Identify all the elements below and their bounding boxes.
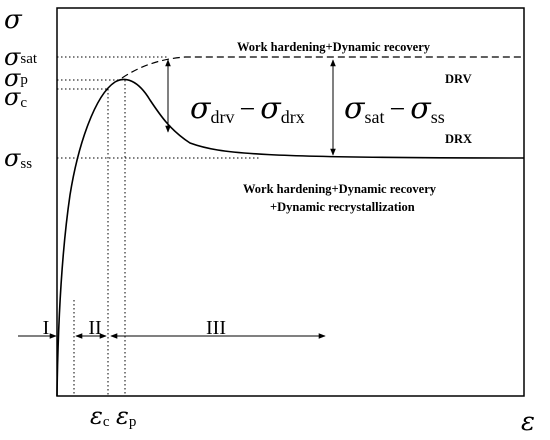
sat-minus-ss-expression: σsat−σss — [344, 91, 445, 127]
tick-epsilon-c: εc — [90, 402, 110, 430]
flow-stress-curve — [56, 78, 525, 397]
stage-I-label: I — [43, 317, 50, 339]
drv-label: DRV — [445, 72, 472, 86]
y-axis-symbol: σ — [4, 5, 23, 35]
stage-II-label: II — [88, 317, 101, 339]
bottom-label-line1: Work hardening+Dynamic recovery — [243, 182, 437, 196]
drx-label: DRX — [445, 132, 472, 146]
drv-minus-drx-expression: σdrv−σdrx — [190, 91, 305, 127]
drv-saturation-curve — [121, 56, 524, 79]
stage-III-label: III — [206, 317, 226, 339]
tick-sigma-ss: σss — [4, 144, 32, 172]
top-label: Work hardening+Dynamic recovery — [237, 40, 431, 54]
tick-sigma-sat: σsat — [4, 43, 38, 71]
tick-sigma-p: σp — [4, 64, 28, 92]
bottom-label-line2: +Dynamic recrystallization — [270, 200, 415, 214]
reference-lines — [57, 56, 260, 396]
x-axis-symbol: ε — [521, 407, 535, 437]
tick-epsilon-p: εp — [116, 402, 136, 430]
tick-sigma-c: σc — [4, 83, 27, 111]
plot-frame — [56, 7, 525, 397]
